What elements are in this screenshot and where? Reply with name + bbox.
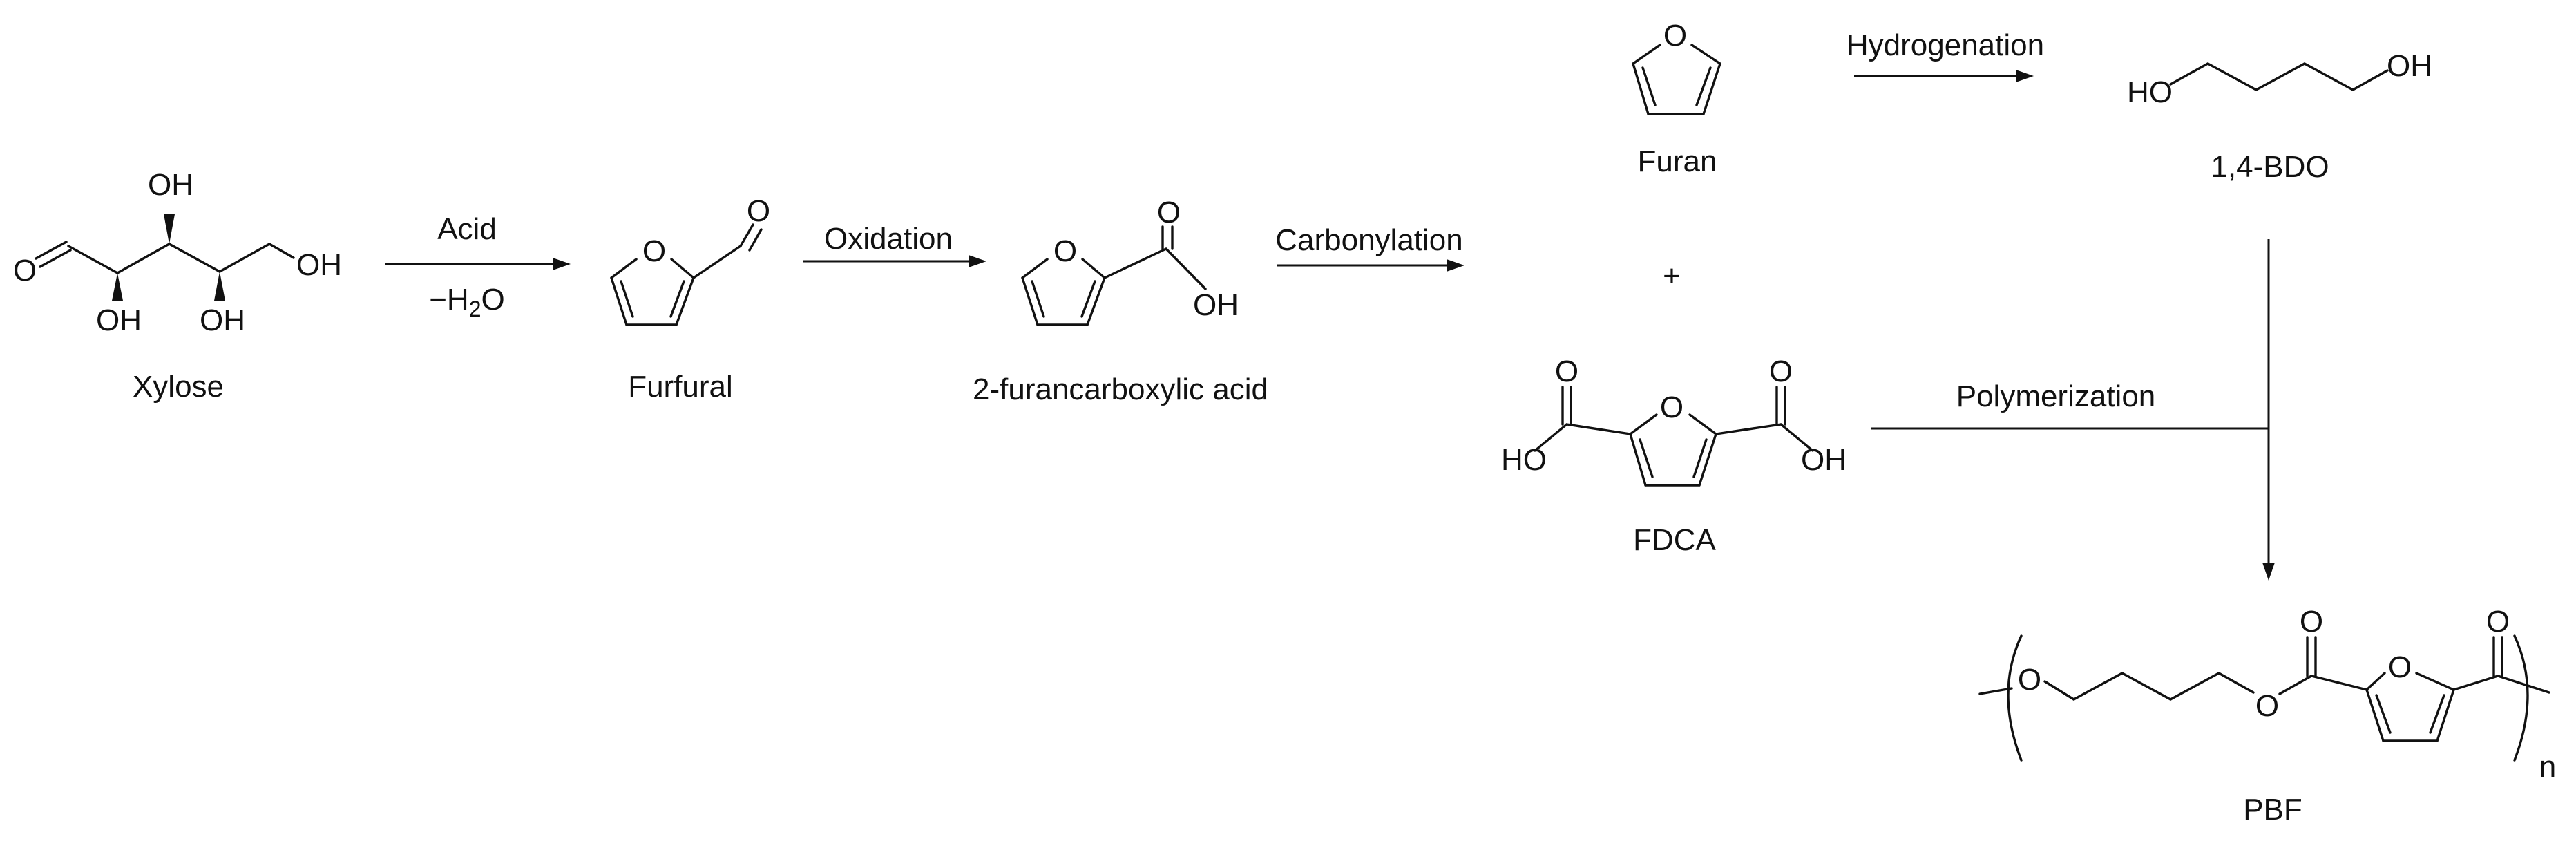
furfural-structure: O O	[610, 194, 770, 326]
plus-sign: +	[1663, 259, 1681, 293]
furancarboxylic-acid-structure: O O OH	[1021, 196, 1239, 326]
pbf-right-bracket	[2513, 634, 2529, 762]
fdca-left-carbonyl-o: O	[1555, 355, 1578, 388]
reagent-hydrogenation: Hydrogenation	[1847, 28, 2044, 62]
fdca-left-ho: HO	[1501, 443, 1547, 477]
furan-ring-o: O	[1663, 19, 1687, 53]
bdo-ho: HO	[2127, 75, 2173, 109]
fdca-label: FDCA	[1633, 523, 1716, 557]
pbf-carbonyl-o-2: O	[2486, 605, 2510, 639]
furan-structure: O	[1632, 19, 1721, 115]
furancarboxylic-acid-label: 2-furancarboxylic acid	[973, 373, 1268, 406]
bdo-oh: OH	[2387, 49, 2432, 83]
furfural-aldehyde-o: O	[747, 194, 770, 228]
fdca-structure: O O HO O OH	[1501, 355, 1847, 487]
fdca-ring-o: O	[1660, 390, 1683, 424]
reagent-carbonylation: Carbonylation	[1275, 223, 1463, 257]
xylose-oh-bottom-2: OH	[200, 303, 245, 337]
pbf-left-bracket	[2007, 634, 2023, 762]
xylose-structure: O OH OH OH OH	[13, 168, 342, 337]
fdca-right-carbonyl-o: O	[1769, 355, 1793, 388]
reagent-polymerization: Polymerization	[1956, 379, 2156, 413]
xylose-oh-end: OH	[296, 248, 342, 282]
furfural-label: Furfural	[628, 370, 733, 404]
pbf-structure: O O O O O n	[1978, 605, 2556, 784]
fdca-right-oh: OH	[1801, 443, 1847, 477]
fca-ring-o: O	[1053, 234, 1077, 268]
furfural-ring-o: O	[642, 234, 666, 268]
pbf-ring-o: O	[2388, 650, 2412, 684]
xylose-oh-top: OH	[148, 168, 193, 202]
reagent-minus-water: −H2O	[429, 283, 505, 321]
pbf-ester-o: O	[2255, 689, 2279, 723]
xylose-label: Xylose	[133, 370, 224, 404]
pbf-carbonyl-o-1: O	[2300, 605, 2323, 639]
reagent-acid: Acid	[437, 212, 497, 246]
pbf-repeat-n: n	[2539, 750, 2556, 784]
reagent-oxidation: Oxidation	[824, 222, 953, 256]
fca-oh: OH	[1193, 288, 1239, 322]
furan-label: Furan	[1638, 144, 1717, 178]
pbf-left-o: O	[2018, 663, 2041, 697]
bdo-structure: HO OH	[2127, 49, 2432, 109]
bdo-label: 1,4-BDO	[2211, 150, 2329, 184]
xylose-oh-bottom-1: OH	[96, 303, 142, 337]
pbf-label: PBF	[2243, 793, 2302, 827]
xylose-aldehyde-o: O	[13, 254, 37, 288]
fca-carbonyl-o: O	[1157, 196, 1181, 229]
